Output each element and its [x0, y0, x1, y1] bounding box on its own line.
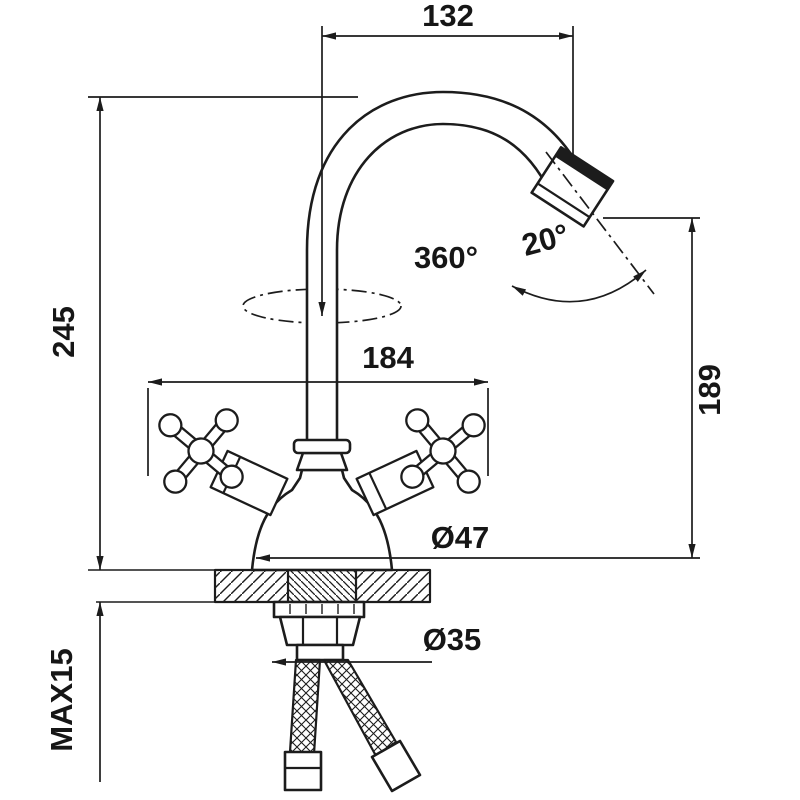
threaded-shank-section	[288, 571, 356, 601]
dim-label-max-counter-thickness: MAX15	[44, 648, 79, 751]
mounting-nut-stack	[272, 600, 366, 662]
spout-head	[530, 146, 615, 228]
counter-hatch-right	[356, 571, 429, 601]
dim-label-spout-height: 189	[692, 364, 727, 416]
spout-collar	[295, 451, 349, 472]
dim-label-spout-reach: 132	[422, 0, 474, 33]
dim-label-base-diameter: Ø47	[431, 520, 490, 555]
left-hose-fitting	[283, 750, 323, 792]
dim-label-total-height: 245	[46, 306, 81, 358]
right-hose-fitting	[370, 739, 422, 793]
spout-base-ring	[292, 438, 352, 455]
right-supply-hose	[322, 658, 398, 758]
counter-hatch-left	[216, 571, 288, 601]
dim-label-handle-span: 184	[362, 340, 414, 375]
left-supply-hose	[288, 658, 322, 756]
tilt-arc-arrow	[511, 269, 647, 303]
label-tilt-angle: 20°	[518, 217, 572, 263]
label-swivel-angle: 360°	[414, 240, 478, 275]
dim-label-shank-diameter: Ø35	[423, 622, 482, 657]
swivel-ellipse	[242, 288, 402, 324]
